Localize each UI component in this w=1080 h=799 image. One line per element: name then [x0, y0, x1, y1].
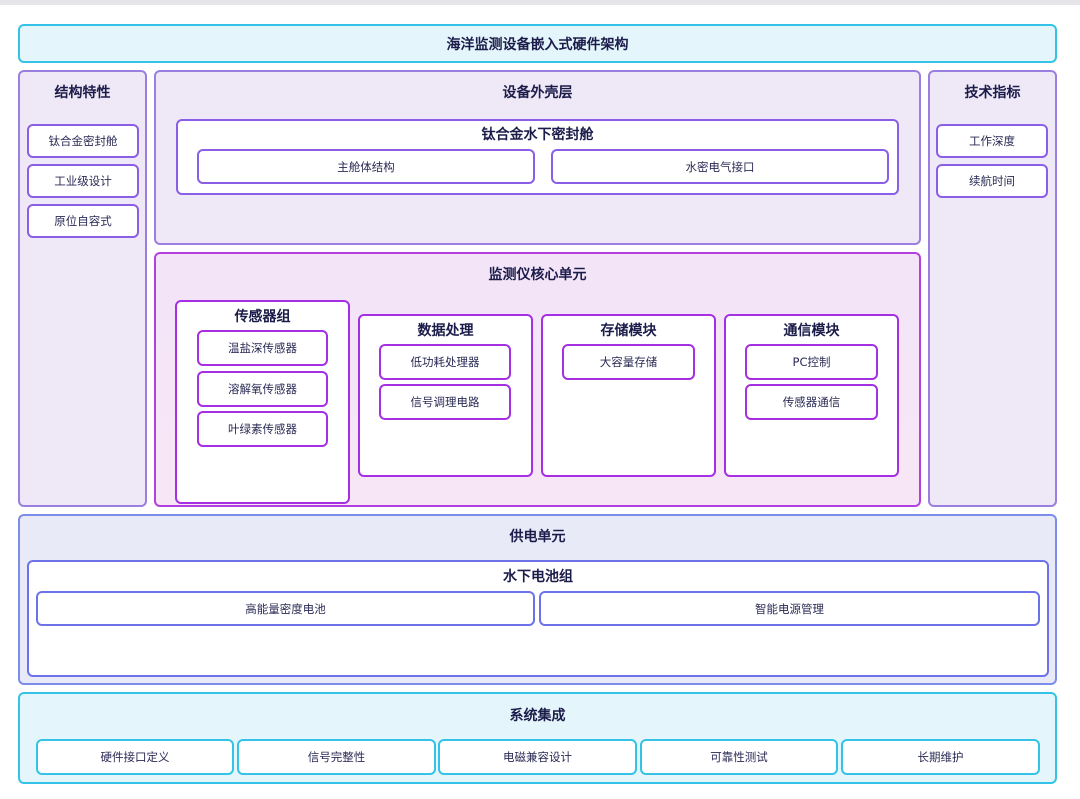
data-processing-title: 数据处理: [417, 323, 474, 339]
spec-label: 工作深度: [969, 134, 1015, 148]
integration-item-label: 电磁兼容设计: [503, 750, 572, 764]
feature-item: 原位自容式: [27, 204, 139, 238]
battery-title-box: 水下电池组: [27, 564, 1049, 588]
chamber-item: 水密电气接口: [551, 149, 889, 184]
sensor-item-label: 叶绿素传感器: [228, 422, 297, 436]
structure-features-title: 结构特性: [54, 85, 111, 101]
integration-title-box: 系统集成: [18, 703, 1057, 727]
processing-item-label: 信号调理电路: [410, 395, 480, 409]
sensor-item-label: 溶解氧传感器: [228, 382, 297, 396]
storage-title: 存储模块: [600, 323, 657, 339]
spec-item: 工作深度: [936, 124, 1048, 158]
power-title-box: 供电单元: [18, 524, 1057, 548]
integration-title: 系统集成: [509, 708, 566, 724]
integration-item: 硬件接口定义: [36, 739, 234, 775]
integration-item: 电磁兼容设计: [438, 739, 637, 775]
tech-specs-title: 技术指标: [964, 85, 1021, 101]
storage-title-box: 存储模块: [541, 318, 716, 342]
communication-item-label: PC控制: [792, 355, 831, 369]
integration-item-label: 信号完整性: [307, 750, 366, 764]
feature-label: 工业级设计: [54, 174, 112, 188]
integration-item: 长期维护: [841, 739, 1040, 775]
integration-item: 可靠性测试: [640, 739, 838, 775]
processing-item-label: 低功耗处理器: [410, 355, 480, 369]
housing-title: 设备外壳层: [502, 85, 573, 101]
sensor-group-title-box: 传感器组: [175, 304, 350, 328]
sensor-item: 叶绿素传感器: [197, 411, 328, 447]
chamber-item-label: 水密电气接口: [685, 159, 755, 174]
sensor-item-label: 温盐深传感器: [228, 341, 297, 355]
chamber-item-label: 主舱体结构: [337, 159, 395, 174]
housing-title-box: 设备外壳层: [154, 80, 921, 104]
spec-label: 续航时间: [969, 174, 1015, 188]
chamber-title-box: 钛合金水下密封舱: [176, 122, 899, 146]
communication-title-box: 通信模块: [724, 318, 899, 342]
tech-specs-title-box: 技术指标: [928, 80, 1057, 104]
diagram-header: 海洋监测设备嵌入式硬件架构: [18, 24, 1057, 63]
integration-item-label: 硬件接口定义: [100, 750, 170, 764]
feature-label: 原位自容式: [54, 214, 112, 228]
battery-item-label: 高能量密度电池: [245, 601, 326, 616]
battery-item-label: 智能电源管理: [755, 601, 824, 616]
diagram-title: 海洋监测设备嵌入式硬件架构: [446, 36, 629, 53]
processing-item: 信号调理电路: [379, 384, 511, 420]
storage-item-label: 大容量存储: [599, 355, 658, 369]
sensor-item: 温盐深传感器: [197, 330, 328, 366]
feature-item: 工业级设计: [27, 164, 139, 198]
storage-item: 大容量存储: [562, 344, 695, 380]
core-title-box: 监测仪核心单元: [154, 262, 921, 286]
battery-item: 智能电源管理: [539, 591, 1040, 626]
spec-item: 续航时间: [936, 164, 1048, 198]
sensor-item: 溶解氧传感器: [197, 371, 328, 407]
integration-item-label: 长期维护: [917, 750, 964, 764]
power-title: 供电单元: [509, 529, 566, 545]
sensor-group-title: 传感器组: [234, 309, 291, 325]
chamber-title: 钛合金水下密封舱: [481, 127, 594, 143]
communication-item: 传感器通信: [745, 384, 878, 420]
data-processing-title-box: 数据处理: [358, 318, 533, 342]
battery-title: 水下电池组: [503, 569, 573, 585]
storage-group: [541, 314, 716, 477]
integration-item: 信号完整性: [237, 739, 436, 775]
feature-label: 钛合金密封舱: [48, 134, 118, 148]
top-strip: [0, 0, 1080, 5]
processing-item: 低功耗处理器: [379, 344, 511, 380]
integration-item-label: 可靠性测试: [710, 750, 768, 764]
feature-item: 钛合金密封舱: [27, 124, 139, 158]
battery-item: 高能量密度电池: [36, 591, 535, 626]
structure-features-title-box: 结构特性: [18, 80, 147, 104]
chamber-item: 主舱体结构: [197, 149, 535, 184]
core-title: 监测仪核心单元: [488, 267, 587, 283]
communication-item: PC控制: [745, 344, 878, 380]
communication-title: 通信模块: [783, 323, 840, 339]
communication-item-label: 传感器通信: [782, 395, 841, 409]
